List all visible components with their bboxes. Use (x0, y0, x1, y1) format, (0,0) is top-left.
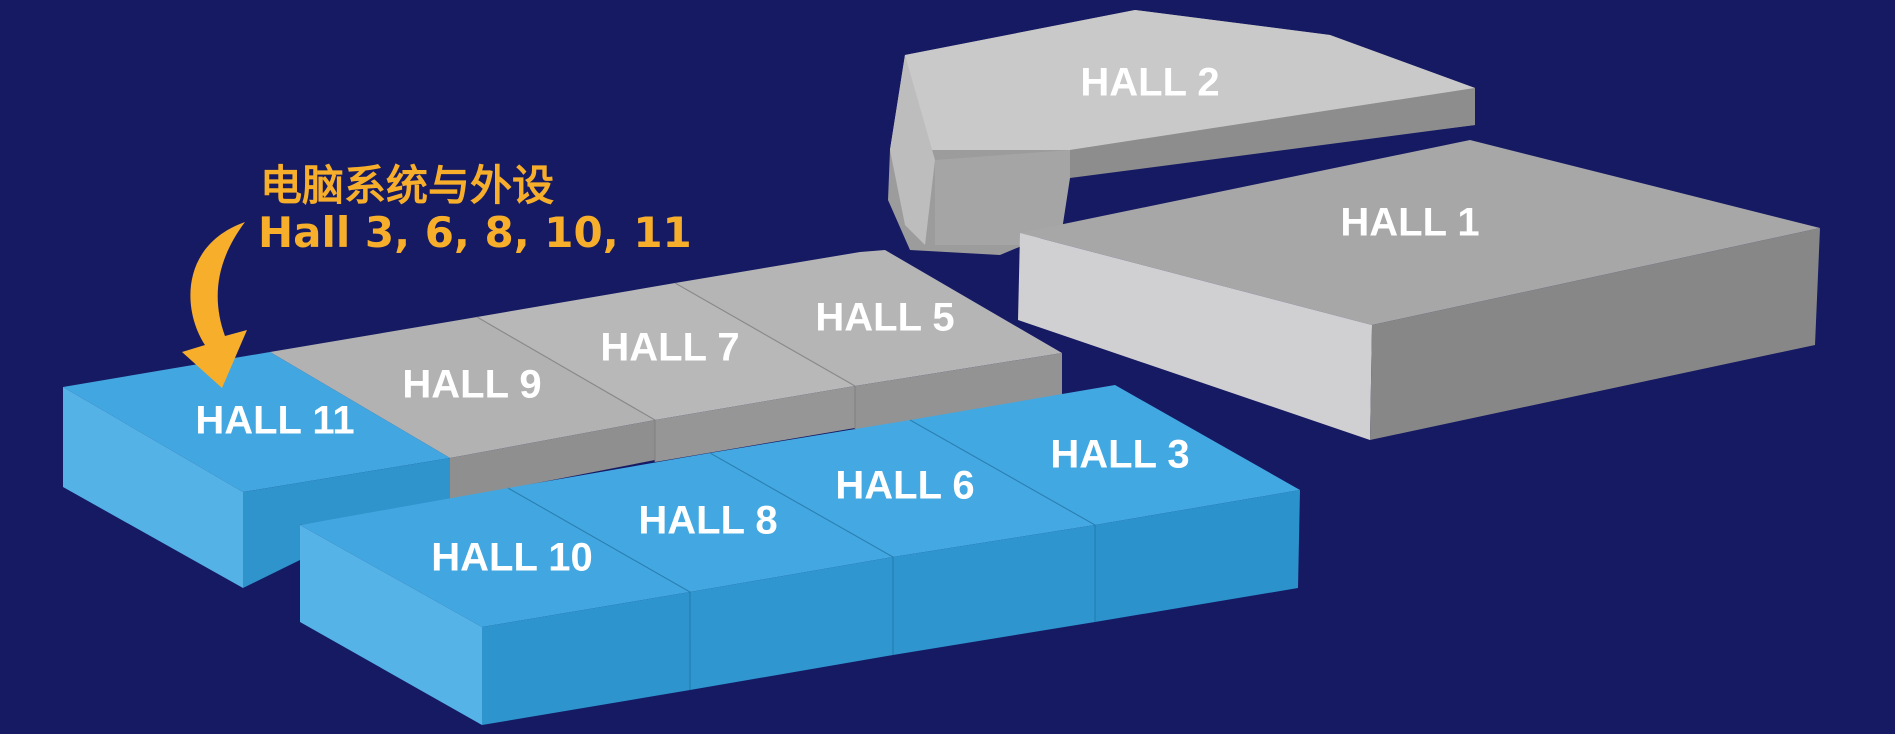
callout-title: 电脑系统与外设 (260, 161, 555, 210)
callout-arrow-icon (182, 222, 247, 388)
hall-1-label: HALL 1 (1340, 201, 1479, 245)
callout-halls: Hall 3, 6, 8, 10, 11 (258, 208, 692, 257)
hall-11-label: HALL 11 (195, 399, 354, 443)
hall-10-label: HALL 10 (431, 536, 593, 580)
hall-7-label: HALL 7 (600, 326, 739, 370)
hall-2-block[interactable] (888, 10, 1475, 255)
hall-11-block[interactable] (63, 352, 450, 588)
hall-seams (507, 419, 1096, 690)
hall-9-block[interactable] (270, 317, 655, 500)
hall-8-label: HALL 8 (638, 499, 777, 543)
hall-3-block[interactable] (910, 385, 1300, 622)
hall-9-label: HALL 9 (402, 363, 541, 407)
hall-2-label: HALL 2 (1080, 61, 1219, 105)
hall-6-block[interactable] (710, 420, 1095, 655)
hall-10-block[interactable] (300, 488, 690, 725)
hall-5-block[interactable] (675, 250, 1062, 430)
hall-7-block[interactable] (477, 283, 855, 462)
gray-seams (476, 282, 856, 462)
hall-5-label: HALL 5 (815, 296, 954, 340)
hall-3-label: HALL 3 (1050, 433, 1189, 477)
hall-1-block[interactable] (1018, 140, 1820, 440)
hall-6-label: HALL 6 (835, 464, 974, 508)
hall-8-block[interactable] (508, 453, 893, 690)
